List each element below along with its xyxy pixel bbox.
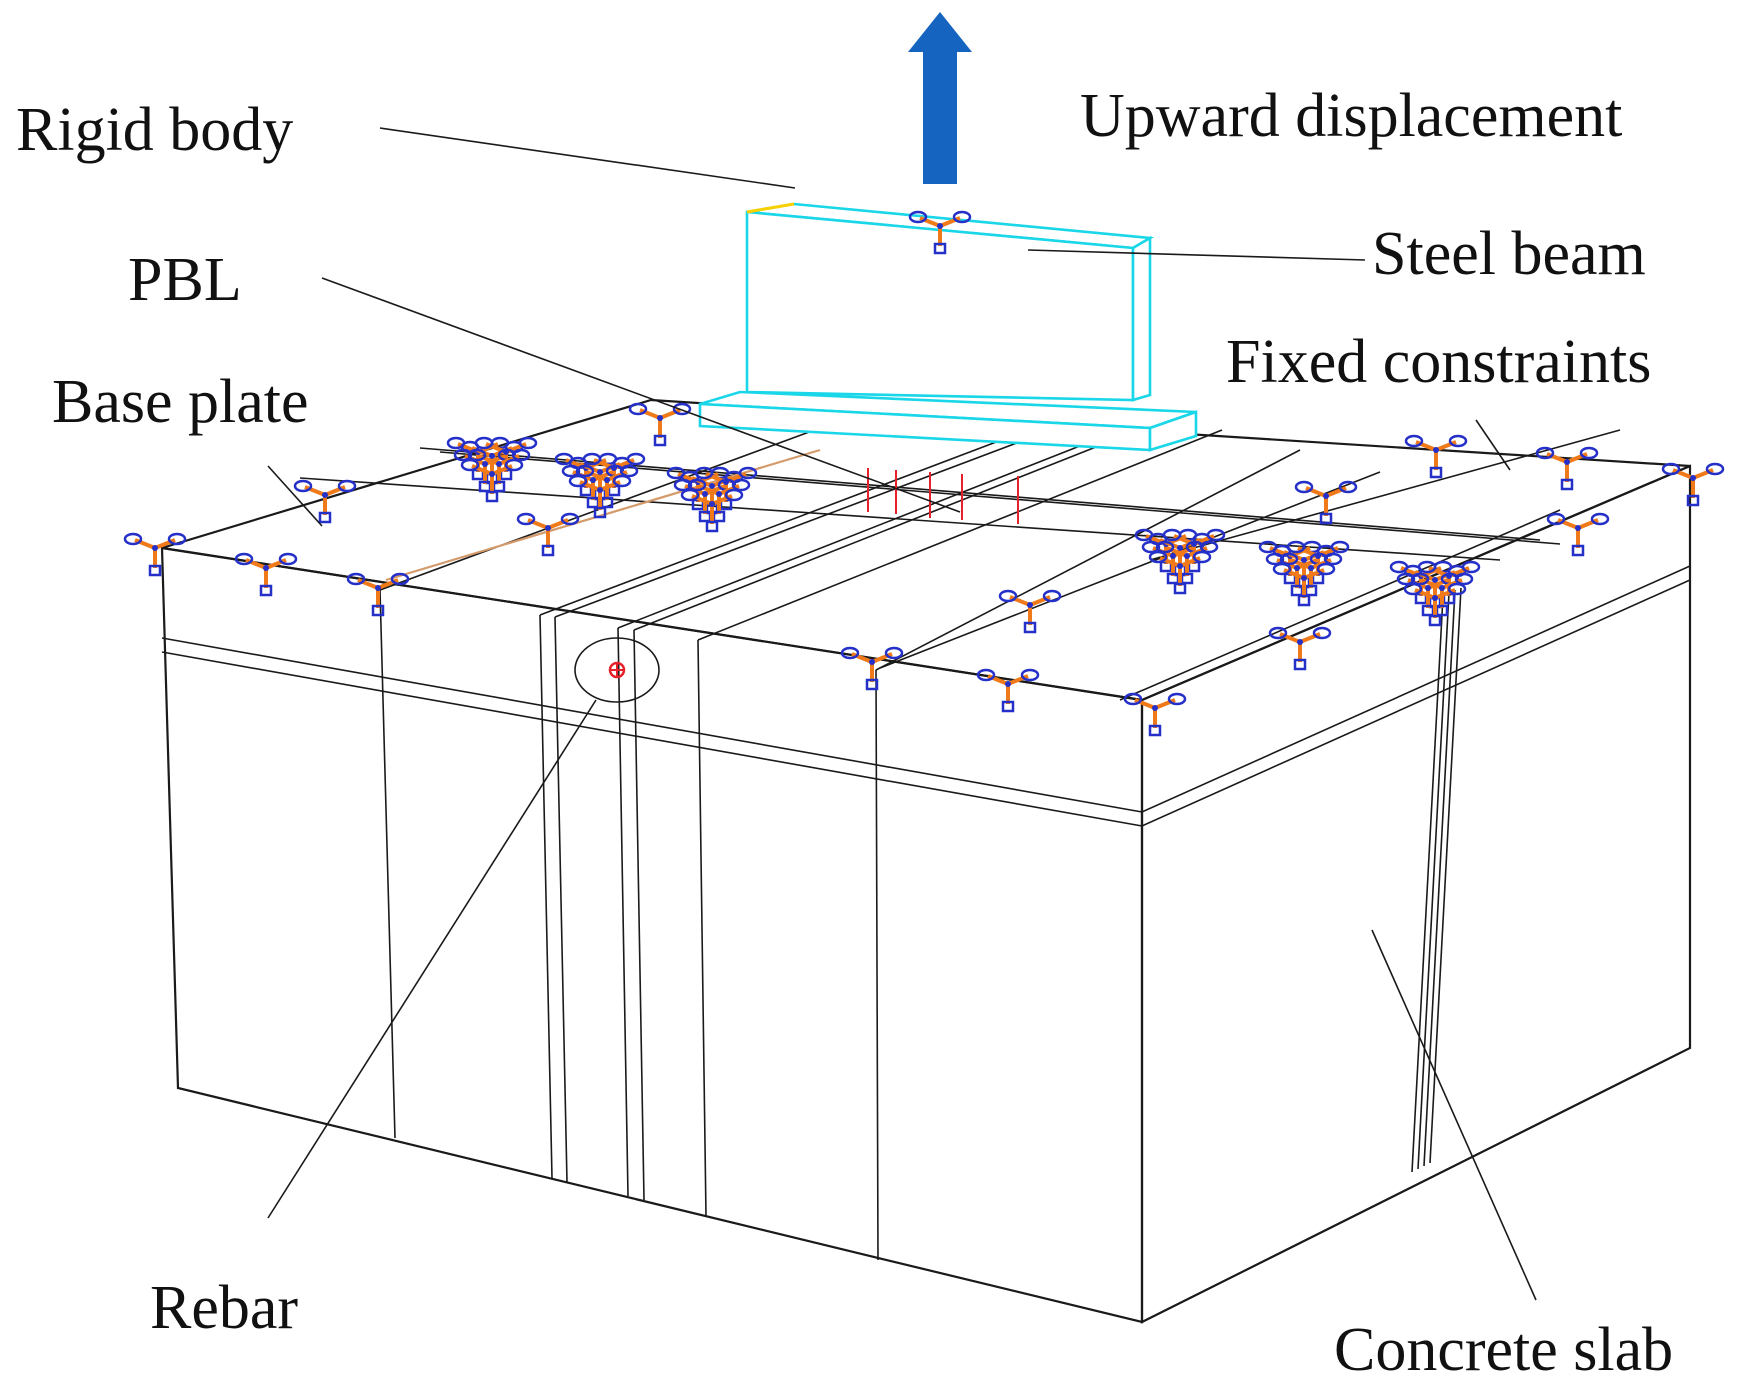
constraint-icon: [1546, 512, 1610, 557]
label-rebar: Rebar: [150, 1274, 298, 1342]
label-fixed-constraints: Fixed constraints: [1226, 328, 1651, 396]
slab-right-face: [1140, 464, 1692, 1324]
constraint-icon: [1123, 692, 1187, 737]
concrete-slab: [160, 398, 1692, 1324]
label-concrete-slab: Concrete slab: [1334, 1316, 1673, 1384]
constraint-icon: [1661, 462, 1725, 507]
constraint-cluster-icon: [1260, 542, 1348, 605]
constraint-cluster-icon: [668, 468, 756, 531]
pbl-connector: [867, 468, 1019, 524]
rebar-line-top: [385, 448, 821, 582]
constraint-icon: [998, 589, 1062, 634]
upward-arrow-icon: [908, 12, 972, 184]
constraint-cluster-icon: [448, 438, 536, 501]
label-upward-displacement: Upward displacement: [1080, 82, 1622, 150]
steel-beam: [698, 202, 1198, 452]
label-rigid-body: Rigid body: [16, 96, 293, 164]
constraint-cluster-icon: [1136, 530, 1224, 593]
constraint-icon: [293, 479, 357, 524]
rebar-section: [574, 637, 660, 703]
label-base-plate: Base plate: [52, 368, 309, 436]
constraint-icon: [346, 572, 410, 617]
constraint-icon: [1535, 446, 1599, 491]
leader-lines: [267, 127, 1537, 1301]
constraint-icon: [1404, 434, 1468, 479]
constraint-icon: [123, 532, 187, 577]
constraint-icon: [1268, 626, 1332, 671]
label-pbl: PBL: [128, 246, 242, 314]
label-steel-beam: Steel beam: [1372, 220, 1646, 288]
constraint-cluster-icon: [1391, 562, 1479, 625]
